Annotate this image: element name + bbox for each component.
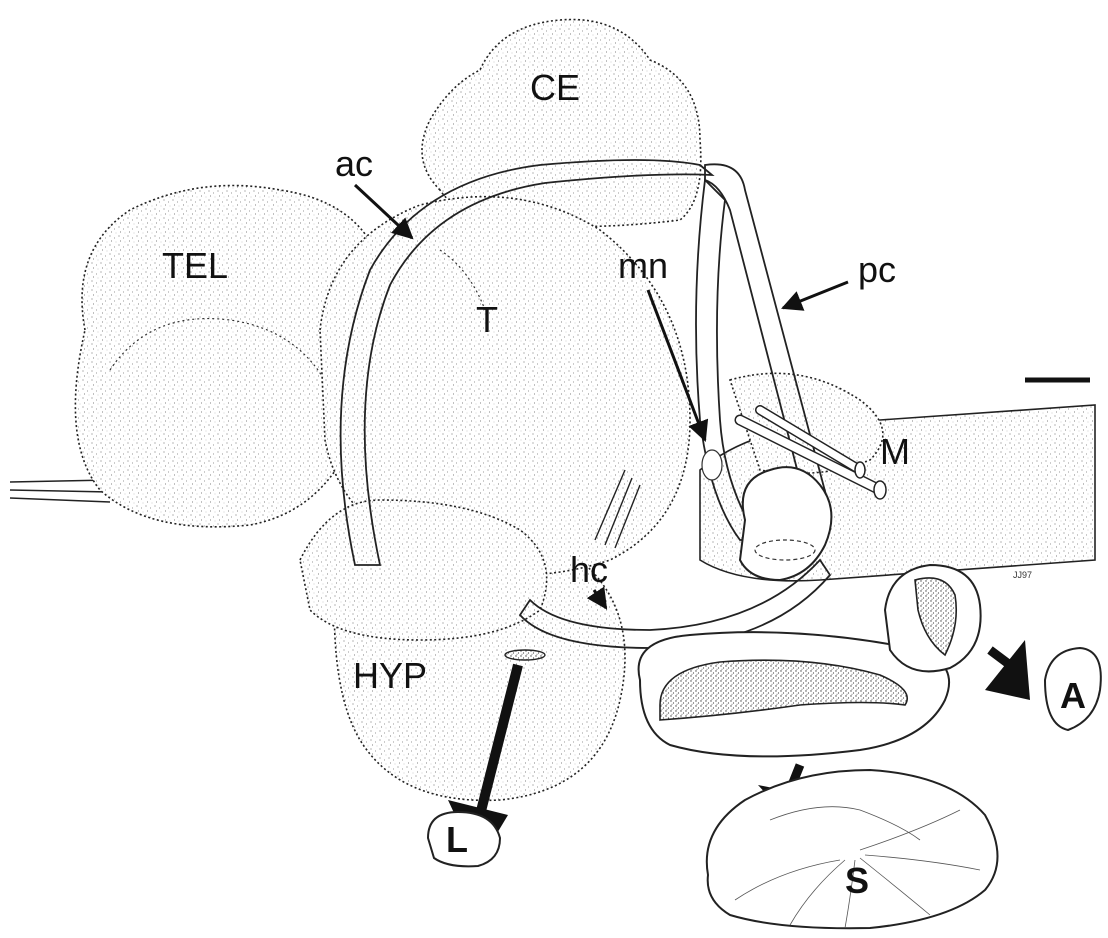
label-hyp: HYP bbox=[353, 655, 427, 696]
sagittal-otolith bbox=[707, 770, 998, 928]
asteriscus-arrow bbox=[985, 640, 1030, 700]
cerebellum bbox=[422, 20, 701, 227]
label-hc: hc bbox=[570, 549, 608, 590]
label-s: S bbox=[845, 860, 869, 901]
label-tel: TEL bbox=[162, 245, 228, 286]
label-l: L bbox=[446, 819, 468, 860]
label-pc: pc bbox=[858, 249, 896, 290]
label-t: T bbox=[476, 299, 498, 340]
label-m: M bbox=[880, 431, 910, 472]
macula-neglecta bbox=[702, 450, 722, 480]
label-mn: mn bbox=[618, 245, 668, 286]
label-a: A bbox=[1060, 675, 1086, 716]
olfactory-nerve bbox=[10, 480, 110, 502]
illustrator-signature: JJ97 bbox=[1013, 570, 1032, 580]
label-ac: ac bbox=[335, 143, 373, 184]
lagena-stub bbox=[505, 650, 545, 660]
label-ce: CE bbox=[530, 67, 580, 108]
pc-arrow bbox=[783, 282, 848, 308]
